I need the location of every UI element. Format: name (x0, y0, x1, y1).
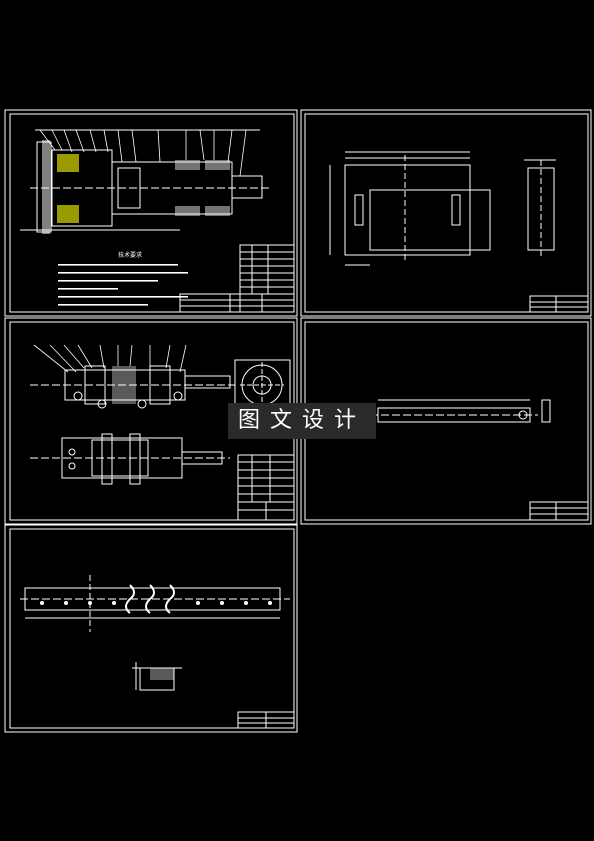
sheet-assembly: 技术要求 (4, 109, 298, 317)
sheet-plate (300, 109, 592, 317)
sheet-rail (4, 524, 298, 733)
notes-title: 技术要求 (118, 251, 142, 259)
title-block (237, 454, 295, 521)
title-block (179, 244, 295, 313)
title-block (529, 295, 589, 313)
title-block (237, 711, 295, 729)
title-block (529, 501, 589, 521)
watermark-label: 图文设计 (228, 403, 376, 439)
